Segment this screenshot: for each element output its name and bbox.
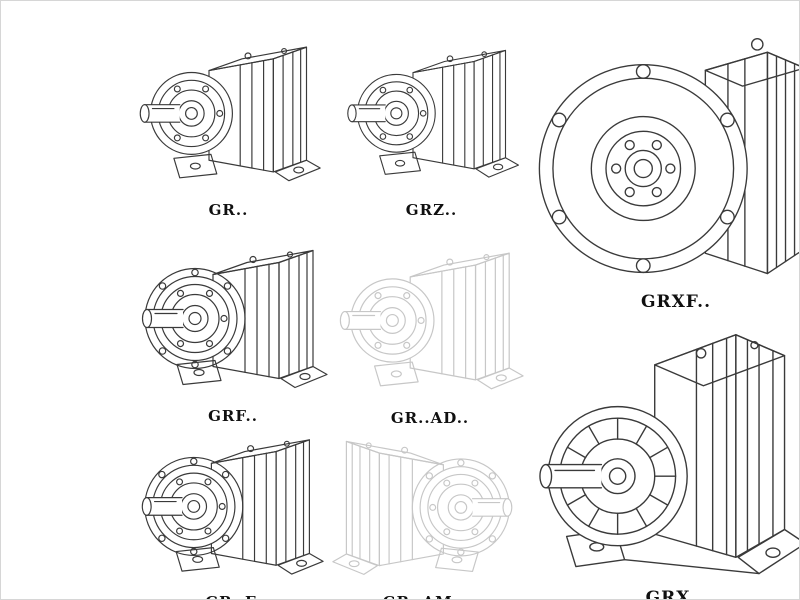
figure-label-gr-f: GR..F [205, 591, 256, 599]
figure-label-grz: GRZ.. [405, 201, 458, 219]
figure-label-gr-am: GR..AM.. [383, 591, 465, 599]
figure-gr: GR.. [131, 23, 326, 223]
figure-gr-f: GR..F [133, 417, 329, 599]
figure-label-grxf: GRXF.. [640, 292, 712, 312]
gearbox-drawing-gr-f [133, 417, 329, 591]
gearbox-drawing-grz [347, 49, 520, 178]
figure-grz: GRZ.. [339, 23, 524, 223]
figure-label-gr-ad: GR..AD.. [390, 409, 470, 427]
gearbox-drawing-gr [139, 46, 321, 182]
figure-gr-ad: GR..AD.. [331, 229, 529, 431]
figure-grx: GRX.. [533, 319, 799, 600]
gearbox-drawing-gr-ad [339, 252, 524, 390]
figure-gr-am: GR..AM.. [327, 419, 521, 599]
figure-label-grx: GRX.. [645, 588, 705, 600]
figure-grxf: GRXF.. [536, 19, 799, 315]
gearbox-drawing-gr-am [327, 419, 521, 591]
figure-label-grf: GRF.. [208, 407, 258, 425]
figure-grf: GRF.. [133, 227, 333, 429]
figure-label-gr: GR.. [208, 201, 249, 219]
gearbox-drawing-grx [539, 334, 799, 575]
gearbox-drawing-grxf [538, 38, 799, 275]
gearbox-drawing-grf [133, 227, 333, 405]
